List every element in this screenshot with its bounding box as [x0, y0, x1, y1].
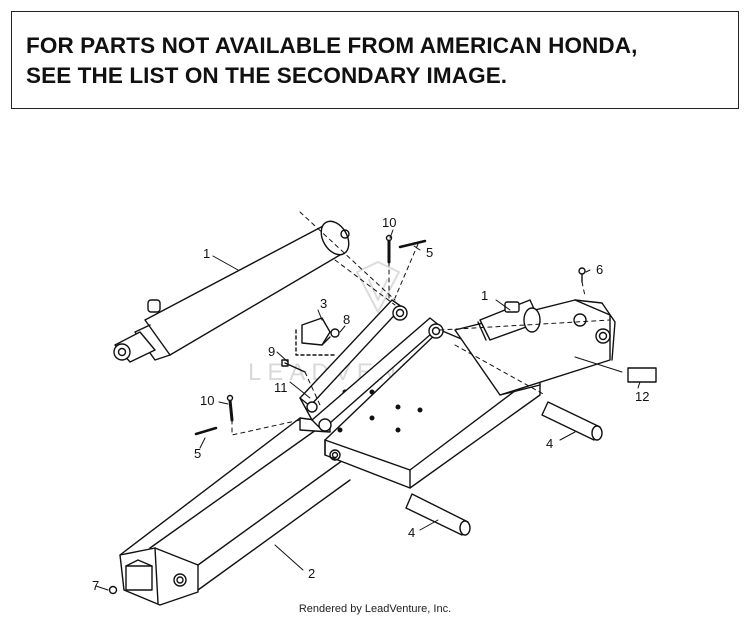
callout-6: 6 — [596, 262, 603, 277]
callout-4-lower: 4 — [408, 525, 415, 540]
callout-8: 8 — [343, 312, 350, 327]
callout-5-lower: 5 — [194, 446, 201, 461]
grease-fitting-7 — [108, 585, 118, 595]
footer-credit: Rendered by LeadVenture, Inc. — [298, 603, 452, 615]
callout-10-lower: 10 — [200, 393, 214, 408]
callout-4-upper: 4 — [546, 436, 553, 451]
cotter-pin-5-lower — [194, 426, 218, 436]
callout-12: 12 — [635, 389, 649, 404]
callout-10-upper: 10 — [382, 215, 396, 230]
bolt-9 — [281, 359, 306, 373]
notice-box: FOR PARTS NOT AVAILABLE FROM AMERICAN HO… — [11, 11, 739, 109]
label-12 — [627, 367, 657, 383]
lift-arms — [299, 299, 444, 432]
callout-2: 2 — [308, 566, 315, 581]
hydraulic-cylinder-left — [113, 220, 350, 363]
callout-3: 3 — [320, 296, 327, 311]
callout-7: 7 — [92, 578, 99, 593]
bolt-8 — [321, 328, 340, 346]
bracket-3 — [295, 317, 336, 356]
pin-upper — [541, 401, 603, 441]
grease-fitting-6 — [578, 267, 586, 283]
pin-10-lower — [226, 394, 234, 422]
notice-text: FOR PARTS NOT AVAILABLE FROM AMERICAN HO… — [26, 31, 637, 91]
cotter-pin-5-upper — [398, 239, 427, 249]
callout-1-left: 1 — [203, 246, 210, 261]
watermark-logo — [356, 261, 400, 313]
assembly-lines — [231, 211, 611, 436]
callout-1-right: 1 — [481, 288, 488, 303]
notice-line-2: SEE THE LIST ON THE SECONDARY IMAGE. — [26, 63, 508, 88]
callout-5-upper: 5 — [426, 245, 433, 260]
boom-arm — [119, 417, 351, 606]
pin-lower — [405, 493, 471, 536]
notice-line-1: FOR PARTS NOT AVAILABLE FROM AMERICAN HO… — [26, 33, 638, 58]
leader-lines — [95, 229, 641, 591]
callout-9: 9 — [268, 344, 275, 359]
pin-10-upper — [385, 234, 393, 264]
callout-11: 11 — [274, 380, 288, 395]
